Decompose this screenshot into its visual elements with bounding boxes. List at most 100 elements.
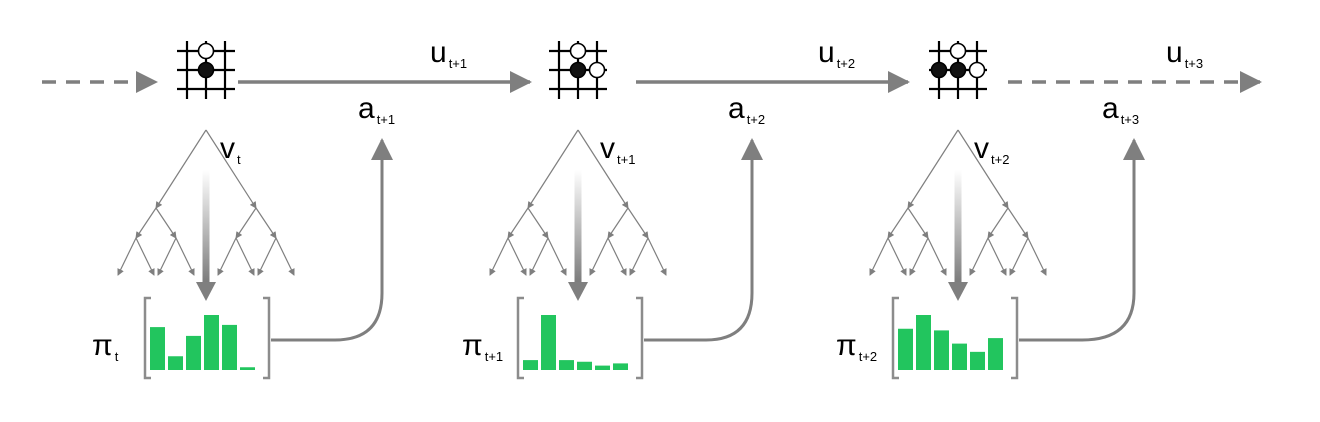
policy-bar	[222, 324, 237, 370]
policy-bar	[577, 361, 592, 370]
tree-edge	[577, 129, 629, 209]
black-stone	[949, 61, 967, 79]
white-stone	[968, 61, 986, 79]
tree-edge	[907, 129, 959, 209]
white-stone	[197, 42, 215, 60]
tree-edge	[887, 237, 907, 276]
tree-edge	[629, 237, 649, 276]
tree-edge	[217, 237, 237, 276]
tree-edge	[887, 207, 909, 239]
tree-edge	[205, 129, 257, 209]
tree-edge	[909, 237, 929, 276]
value-backup-arrow-shaft	[202, 170, 210, 284]
black-stone	[930, 61, 948, 79]
tree-edge	[135, 237, 155, 276]
tree-edge	[647, 237, 667, 276]
policy-bar	[898, 328, 913, 370]
search-tree	[489, 129, 667, 301]
tree-edge	[987, 237, 1007, 276]
tree-edge	[627, 207, 649, 239]
tree-edge	[527, 207, 549, 239]
white-stone	[588, 61, 606, 79]
tree-edge	[969, 237, 989, 276]
bracket-right	[1011, 296, 1019, 380]
value-backup-arrow-shaft	[954, 170, 962, 284]
tree-edge	[547, 237, 567, 276]
policy-histogram	[150, 315, 255, 370]
policy-bar	[541, 315, 556, 370]
policy-bracket	[516, 296, 644, 380]
policy-bracket	[143, 296, 271, 380]
tree-edge	[527, 129, 579, 209]
bracket-left	[516, 296, 524, 380]
policy-bar	[186, 335, 201, 370]
policy-bar	[952, 343, 967, 370]
tree-edge	[255, 207, 277, 239]
tree-edge	[235, 237, 255, 276]
value-backup-arrow-head	[948, 282, 968, 301]
black-stone	[197, 61, 215, 79]
tree-edge	[607, 237, 627, 276]
black-stone	[569, 61, 587, 79]
go-board	[177, 41, 235, 99]
tree-edge	[507, 207, 529, 239]
go-board	[929, 41, 987, 99]
action-arrow	[271, 138, 393, 342]
action-arrow	[644, 138, 763, 342]
policy-bar	[934, 330, 949, 370]
bracket-right	[263, 296, 271, 380]
tree-edge	[987, 207, 1009, 239]
white-stone	[569, 42, 587, 60]
bracket-right	[636, 296, 644, 380]
policy-bar	[523, 360, 538, 370]
tree-edge	[927, 237, 947, 276]
value-backup-arrow-head	[196, 282, 216, 301]
tree-edge	[489, 237, 509, 276]
policy-bar	[240, 367, 255, 370]
search-tree	[869, 129, 1047, 301]
tree-edge	[155, 207, 177, 239]
action-arrow	[1019, 138, 1145, 342]
bracket-left	[143, 296, 151, 380]
policy-bar	[168, 356, 183, 370]
tree-edge	[957, 129, 1009, 209]
tree-edge	[175, 237, 195, 276]
tree-edge	[507, 237, 527, 276]
go-board	[549, 41, 607, 99]
policy-bar	[988, 338, 1003, 370]
tree-edge	[1007, 207, 1029, 239]
tree-edge	[1027, 237, 1047, 276]
tree-edge	[607, 207, 629, 239]
tree-edge	[155, 129, 207, 209]
policy-bracket	[891, 296, 1019, 380]
policy-histogram	[898, 315, 1003, 370]
value-backup-arrow-head	[568, 282, 588, 301]
tree-edge	[275, 237, 295, 276]
tree-edge	[589, 237, 609, 276]
tree-edge	[235, 207, 257, 239]
tree-edge	[135, 207, 157, 239]
policy-bar	[150, 327, 165, 370]
policy-bar	[916, 315, 931, 370]
tree-edge	[869, 237, 889, 276]
tree-edge	[117, 237, 137, 276]
tree-edge	[157, 237, 177, 276]
policy-bar	[204, 315, 219, 370]
white-stone	[949, 42, 967, 60]
tree-edge	[529, 237, 549, 276]
policy-bar	[559, 360, 574, 370]
